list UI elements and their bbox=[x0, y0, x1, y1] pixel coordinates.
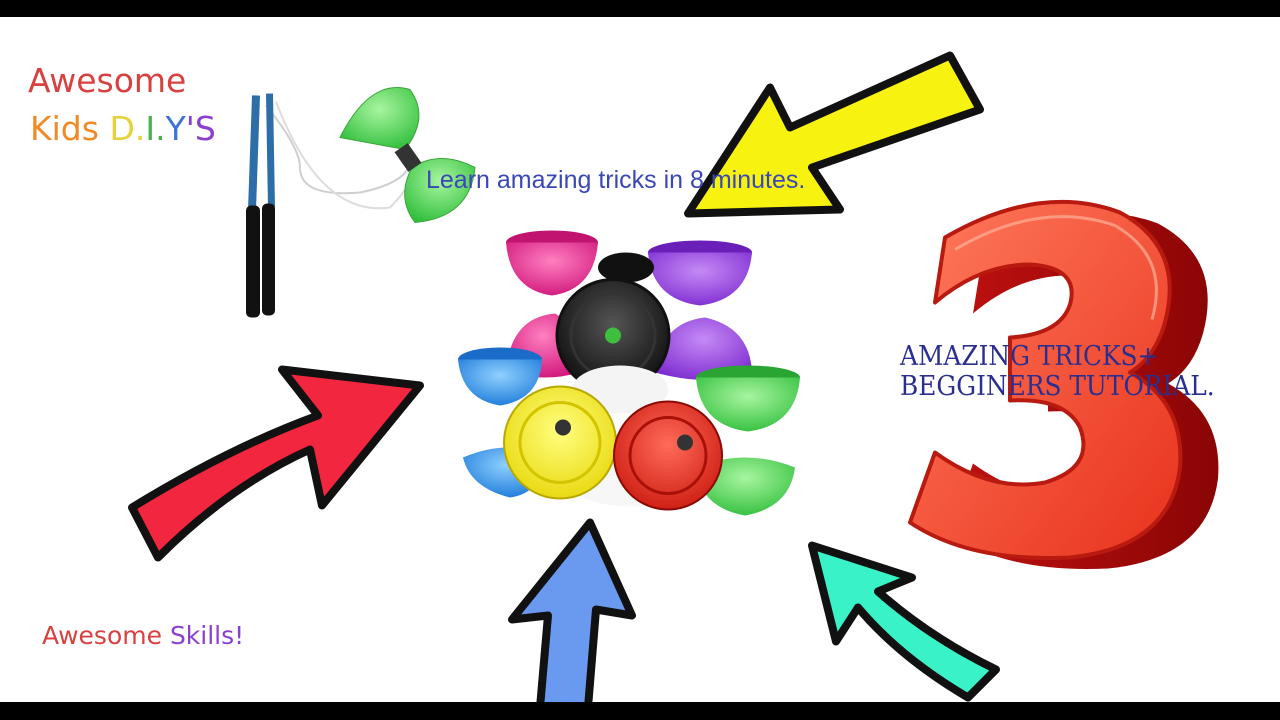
teal-arrow bbox=[808, 541, 1000, 702]
brand-diys: D.I.Y'S bbox=[109, 109, 215, 148]
diabolo-with-sticks-icon bbox=[246, 87, 476, 318]
brand-subtitle: Kids D.I.Y'S bbox=[30, 112, 216, 145]
tricks-note-line1: AMAZING TRICKS+ bbox=[900, 341, 1159, 372]
diabolo-stack-icon bbox=[458, 230, 800, 516]
brand-diys-letter: Y bbox=[165, 109, 186, 148]
thumbnail-canvas: Awesome Kids D.I.Y'S Learn amazing trick… bbox=[0, 17, 1280, 702]
red-arrow bbox=[128, 365, 424, 562]
footer-word-awesome: Awesome bbox=[42, 621, 162, 650]
brand-diys-letter: D bbox=[109, 109, 135, 148]
yellow-arrow bbox=[684, 51, 984, 218]
brand-awesome: Awesome bbox=[28, 61, 187, 100]
brand-kids: Kids bbox=[30, 109, 99, 148]
footer-word-skills: Skills! bbox=[169, 621, 245, 650]
blue-arrow bbox=[508, 518, 636, 702]
number-three-icon bbox=[908, 199, 1219, 570]
brand-diys-letter: . bbox=[155, 109, 166, 148]
brand-title: Awesome bbox=[28, 64, 186, 97]
tagline: Learn amazing tricks in 8 minutes. bbox=[426, 166, 806, 194]
brand-diys-letter: ' bbox=[185, 109, 195, 148]
thumbnail-artwork bbox=[128, 51, 1219, 702]
tricks-note: AMAZING TRICKS+ BEGGINERS TUTORIAL. bbox=[900, 342, 1242, 401]
footer-tagline: Awesome Skills! bbox=[42, 621, 244, 650]
tricks-note-line2: BEGGINERS TUTORIAL. bbox=[900, 370, 1215, 402]
brand-diys-letter: I bbox=[145, 109, 156, 148]
brand-diys-letter: . bbox=[134, 109, 146, 148]
brand-diys-letter: S bbox=[194, 109, 216, 148]
